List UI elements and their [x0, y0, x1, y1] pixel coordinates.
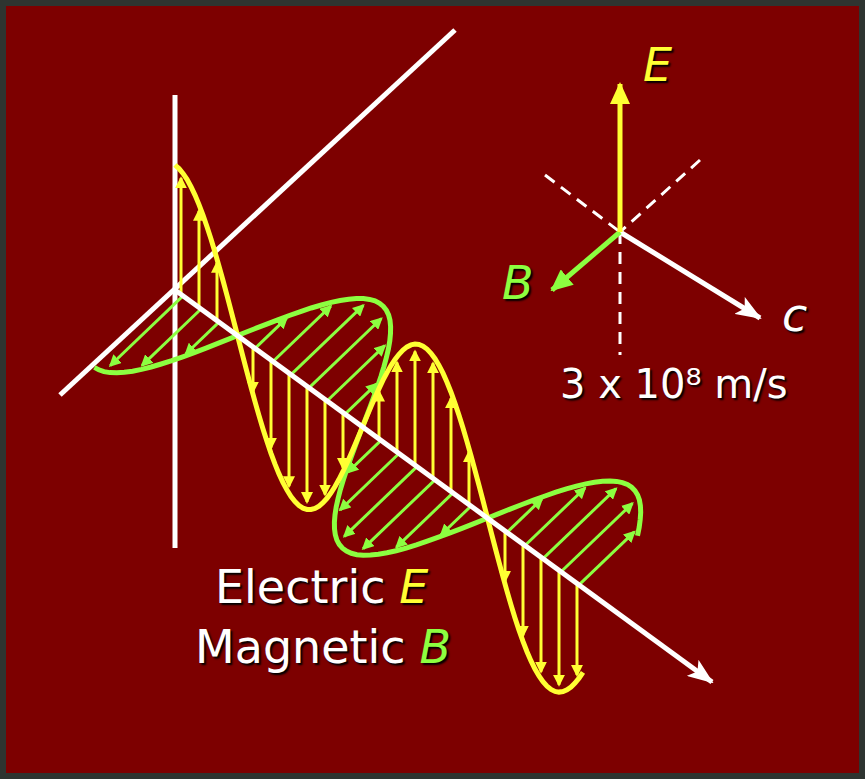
e-field-arrow	[288, 373, 291, 486]
e-vector	[618, 84, 623, 232]
e-field-arrow	[324, 400, 327, 495]
e-field-arrow	[558, 570, 561, 685]
b-field-arrow	[525, 488, 585, 546]
e-field-arrow	[306, 386, 309, 502]
e-field-arrow	[576, 583, 579, 674]
legend-word: Electric	[215, 562, 385, 613]
e-symbol: E	[399, 562, 428, 613]
e-field-arrow	[414, 351, 417, 465]
e-field-arrow	[396, 362, 399, 452]
b-field-arrow	[396, 493, 453, 547]
e-field-arrow	[450, 398, 453, 491]
b-field-arrow	[110, 296, 183, 366]
b-symbol: B	[419, 622, 451, 673]
b-field-arrow	[363, 480, 435, 549]
b-field-arrow	[561, 503, 632, 571]
horizontal-axis	[60, 30, 455, 395]
b-label: B	[502, 258, 534, 309]
e-field-arrow	[342, 413, 345, 468]
c-label: c	[782, 290, 807, 341]
b-field-wave	[94, 299, 640, 556]
e-label: E	[643, 40, 672, 91]
b-field-arrow	[273, 306, 331, 361]
dashed-axis	[620, 160, 700, 232]
b-field-arrow	[291, 305, 363, 374]
e-field-arrow	[198, 211, 201, 308]
legend-word: Magnetic	[195, 622, 406, 673]
dashed-axis	[619, 232, 622, 355]
e-field-arrow	[432, 363, 435, 478]
b-field-arrow	[344, 467, 417, 537]
e-field-arrow	[378, 392, 381, 439]
b-field-arrow	[309, 319, 381, 388]
e-field-arrow	[270, 360, 273, 448]
propagation-axis	[175, 290, 712, 682]
b-field-arrow	[142, 309, 201, 365]
e-field-wave	[175, 165, 583, 692]
vertical-axis	[173, 95, 178, 548]
e-field-arrow	[540, 557, 543, 672]
e-field-arrow	[522, 544, 525, 635]
dashed-axis	[545, 175, 620, 232]
b-field-arrow	[543, 489, 616, 559]
speed-label: 3 x 10⁸ m/s	[560, 362, 787, 406]
b-field-arrow	[579, 532, 634, 585]
e-field-arrow	[180, 178, 183, 294]
c-vector	[620, 232, 760, 318]
b-vector	[552, 232, 620, 290]
